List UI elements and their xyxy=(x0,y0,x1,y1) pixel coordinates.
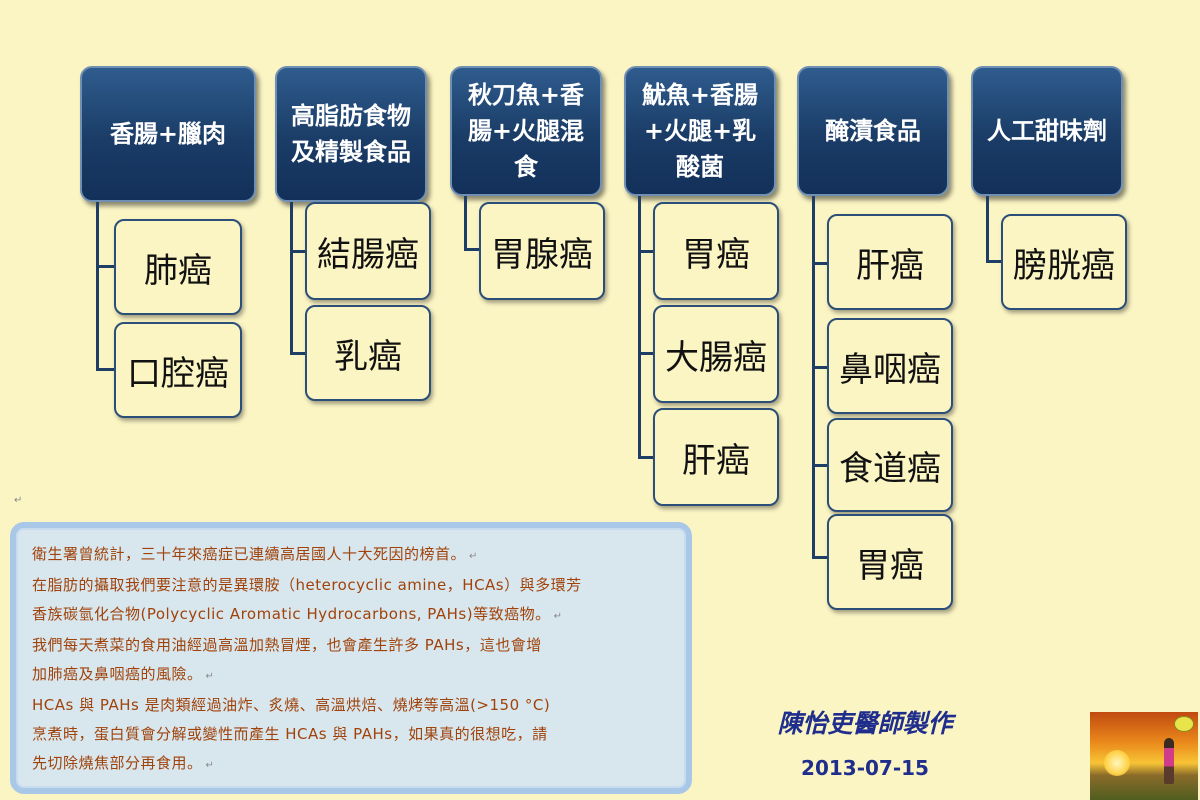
column-header-6: 人工甜味劑 xyxy=(971,66,1123,196)
cancer-box-stomach: 胃癌 xyxy=(653,202,779,300)
cancer-box-gastric-adeno: 胃腺癌 xyxy=(479,202,605,300)
connector-line xyxy=(986,260,1004,263)
note-line-8: 先切除燒焦部分再食用。↵ xyxy=(32,754,215,772)
paragraph-mark: ↵ xyxy=(14,495,23,506)
connector-line xyxy=(290,352,308,355)
note-text-box: 衛生署曾統計，三十年來癌症已連續高居國人十大死因的榜首。↵ 在脂肪的攝取我們要注… xyxy=(10,522,692,794)
note-line-7: 烹煮時，蛋白質會分解或變性而產生 HCAs 與 PAHs，如果真的很想吃，請 xyxy=(32,725,548,743)
note-line-5: 加肺癌及鼻咽癌的風險。↵ xyxy=(32,665,215,683)
date-label: 2013-07-15 xyxy=(801,756,929,780)
cancer-box-stomach: 胃癌 xyxy=(827,514,953,610)
connector-line xyxy=(638,352,656,355)
cancer-box-oral: 口腔癌 xyxy=(114,322,242,418)
column-header-3: 秋刀魚+香腸+火腿混食 xyxy=(450,66,602,196)
cancer-box-liver: 肝癌 xyxy=(827,214,953,310)
cancer-box-esophageal: 食道癌 xyxy=(827,418,953,512)
connector-line xyxy=(638,250,656,253)
cancer-box-colorectal: 大腸癌 xyxy=(653,305,779,403)
cancer-box-colon: 結腸癌 xyxy=(305,202,431,300)
note-line-2: 在脂肪的攝取我們要注意的是異環胺（heterocyclic amine，HCAs… xyxy=(32,576,582,594)
connector-line xyxy=(812,366,830,369)
cancer-box-lung: 肺癌 xyxy=(114,219,242,315)
column-header-2: 高脂肪食物及精製食品 xyxy=(275,66,427,202)
column-header-5: 醃漬食品 xyxy=(797,66,949,196)
cancer-box-nasopharyngeal: 鼻咽癌 xyxy=(827,318,953,414)
connector-line xyxy=(96,368,116,371)
note-line-3: 香族碳氫化合物(Polycyclic Aromatic Hydrocarbons… xyxy=(32,605,563,623)
badge-icon xyxy=(1174,716,1194,732)
connector-line xyxy=(290,250,308,253)
cancer-box-liver: 肝癌 xyxy=(653,408,779,506)
sunset-photo xyxy=(1090,712,1198,800)
connector-line xyxy=(96,265,116,268)
connector-line xyxy=(812,262,830,265)
note-line-6: HCAs 與 PAHs 是肉類經過油炸、炙燒、高溫烘焙、燒烤等高溫(>150 °… xyxy=(32,696,551,714)
connector-line xyxy=(638,456,656,459)
connector-line xyxy=(638,196,641,458)
connector-line xyxy=(290,202,293,354)
connector-line xyxy=(986,196,989,262)
connector-line xyxy=(96,202,99,370)
cancer-box-bladder: 膀胱癌 xyxy=(1001,214,1127,310)
person-figure xyxy=(1164,738,1174,784)
connector-line xyxy=(812,556,830,559)
note-line-4: 我們每天煮菜的食用油經過高溫加熱冒煙，也會產生許多 PAHs，這也會增 xyxy=(32,636,542,654)
author-credit: 陳怡吏醫師製作 xyxy=(777,709,953,738)
connector-line xyxy=(464,248,482,251)
connector-line xyxy=(812,196,815,558)
sun-icon xyxy=(1104,750,1130,776)
connector-line xyxy=(464,196,467,250)
column-header-1: 香腸+臘肉 xyxy=(80,66,256,202)
connector-line xyxy=(812,464,830,467)
note-line-1: 衛生署曾統計，三十年來癌症已連續高居國人十大死因的榜首。↵ xyxy=(32,545,478,563)
column-header-4: 魷魚+香腸+火腿+乳酸菌 xyxy=(624,66,776,196)
cancer-box-breast: 乳癌 xyxy=(305,305,431,401)
